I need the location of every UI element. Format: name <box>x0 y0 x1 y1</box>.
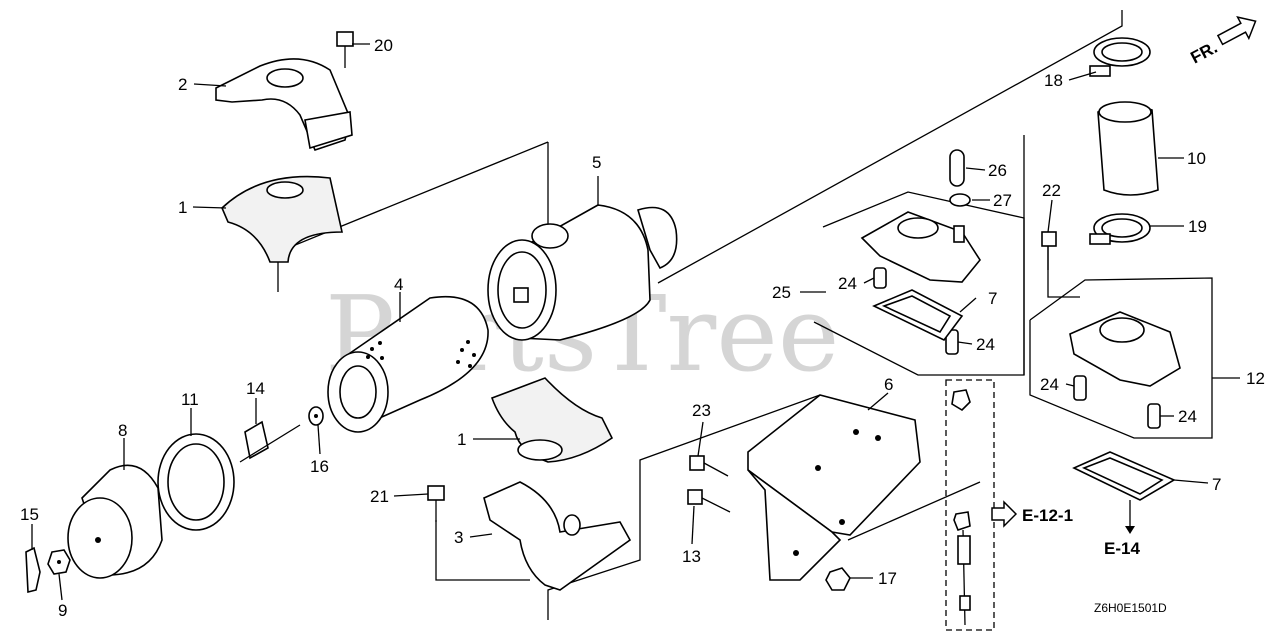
part-1-lower-pad <box>490 377 614 463</box>
callout-21: 21 <box>370 487 389 506</box>
callout-16: 16 <box>310 457 329 476</box>
callout-11: 11 <box>181 390 199 409</box>
callout-24-c: 24 <box>1040 375 1059 394</box>
part-21-bolt <box>427 485 445 522</box>
part-27-clip <box>949 193 971 207</box>
part-6-lower-box <box>747 469 842 581</box>
part-8-cover <box>67 464 163 579</box>
part-7-gasket-upper <box>872 289 964 342</box>
callout-24-b: 24 <box>976 335 995 354</box>
reference-e14[interactable]: E-14 <box>1104 539 1140 558</box>
part-25-elbow <box>860 211 981 283</box>
part-26-cap <box>949 149 965 187</box>
part-11-gasket <box>157 433 235 531</box>
front-arrow-icon <box>1216 16 1257 46</box>
part-7-gasket-lower <box>1072 451 1176 501</box>
part-12-elbow <box>1069 311 1181 387</box>
callout-22: 22 <box>1042 181 1061 200</box>
callout-27: 27 <box>993 191 1012 210</box>
leader-lines <box>31 43 1240 601</box>
part-20-bolt <box>336 31 354 68</box>
callout-7-lower: 7 <box>1212 475 1221 494</box>
callout-17: 17 <box>878 569 897 588</box>
callout-26: 26 <box>988 161 1007 180</box>
stud-bolt-box <box>945 379 995 631</box>
part-10-intake-hose <box>1097 101 1159 196</box>
callout-2: 2 <box>178 75 187 94</box>
callout-3: 3 <box>454 528 463 547</box>
part-16-washer <box>308 406 324 426</box>
callout-1-lower: 1 <box>457 430 466 449</box>
callout-8: 8 <box>118 421 127 440</box>
callout-10: 10 <box>1187 149 1206 168</box>
filter-holes <box>366 340 476 368</box>
part-4-filter-element <box>327 295 489 433</box>
part-5-air-cleaner-case <box>487 204 678 341</box>
part-3-lower-bracket <box>483 481 632 591</box>
callout-24-a: 24 <box>838 274 857 293</box>
reference-e12-1[interactable]: E-12-1 <box>1022 506 1073 525</box>
callout-7-upper: 7 <box>988 289 997 308</box>
callout-13: 13 <box>682 547 701 566</box>
part-22-bolt <box>1041 231 1057 270</box>
e12-arrow-icon <box>991 500 1018 528</box>
callout-14: 14 <box>246 379 265 398</box>
callout-20: 20 <box>374 36 393 55</box>
callout-19: 19 <box>1188 217 1207 236</box>
callout-18: 18 <box>1044 71 1063 90</box>
callout-24-d: 24 <box>1178 407 1197 426</box>
part-17-nut <box>825 567 851 591</box>
callout-1-upper: 1 <box>178 198 187 217</box>
callout-25: 25 <box>772 283 791 302</box>
callout-6: 6 <box>884 375 893 394</box>
part-9-nut <box>47 549 71 575</box>
callout-9: 9 <box>58 601 67 620</box>
callout-12: 12 <box>1246 369 1265 388</box>
front-direction-label: FR. <box>1187 38 1220 68</box>
part-1-upper-pad <box>221 175 343 263</box>
e14-arrow-icon <box>1125 526 1135 534</box>
part-15-wing-nut <box>25 546 41 594</box>
diagram-code: Z6H0E1501D <box>1094 601 1167 615</box>
callout-23: 23 <box>692 401 711 420</box>
part-13-bolt <box>687 489 731 513</box>
stud-bolt <box>951 389 971 626</box>
front-direction-indicator: FR. <box>1187 16 1257 68</box>
part-2-upper-bracket <box>215 58 353 151</box>
callout-15: 15 <box>20 505 39 524</box>
callout-labels: 1 1 2 3 4 5 6 7 7 8 9 10 11 12 13 14 15 … <box>20 36 1265 620</box>
callout-4: 4 <box>394 275 403 294</box>
part-14-wing-bolt <box>239 420 301 463</box>
callout-5: 5 <box>592 153 601 172</box>
part-23-bolt <box>689 455 729 477</box>
part-19-clamp <box>1089 213 1151 245</box>
part-18-clamp <box>1089 37 1151 77</box>
